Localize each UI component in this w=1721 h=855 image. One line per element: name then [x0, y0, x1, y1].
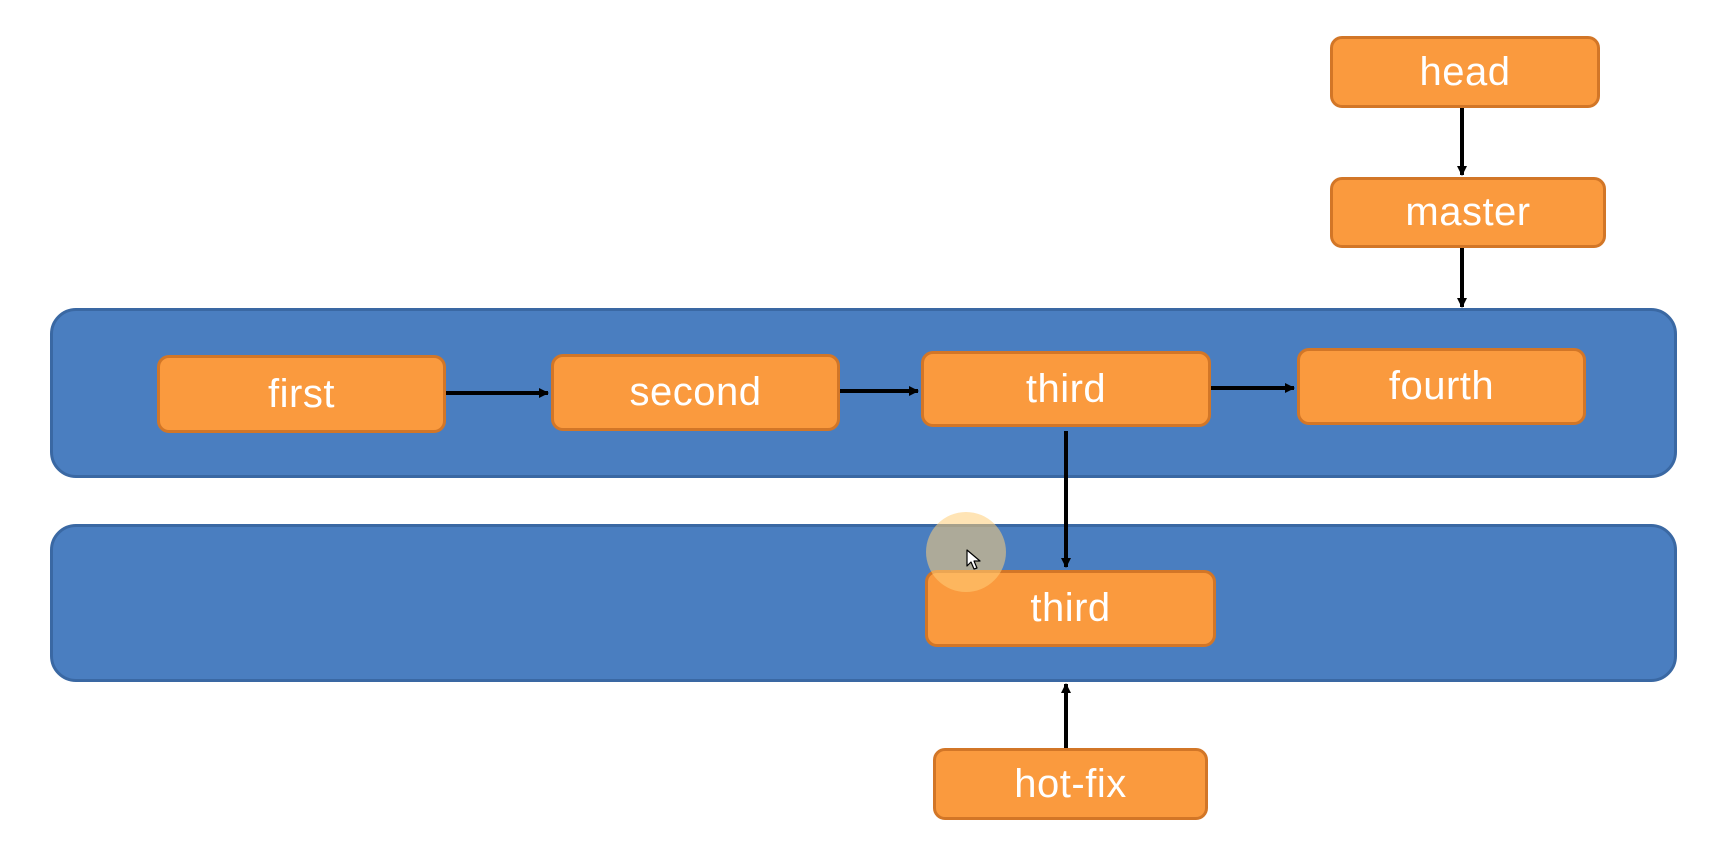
head-label: head [1419, 49, 1511, 94]
master-label: master [1405, 190, 1531, 234]
hotfix-branch-lane [50, 524, 1677, 682]
hot-fix-node: hot-fix [933, 748, 1208, 820]
mouse-pointer-icon [966, 549, 982, 576]
cursor-highlight [926, 512, 1006, 592]
hotfix-third-label: third [1030, 586, 1111, 630]
fourth-commit-node: fourth [1297, 348, 1586, 425]
master-node: master [1330, 177, 1606, 248]
fourth-label: fourth [1388, 364, 1495, 408]
head-node: head [1330, 36, 1600, 108]
first-label: first [268, 371, 335, 416]
second-label: second [629, 370, 762, 414]
hot-fix-label: hot-fix [1014, 761, 1127, 806]
third-label: third [1025, 366, 1107, 411]
third-commit-node: third [921, 351, 1211, 427]
first-commit-node: first [157, 355, 446, 433]
second-commit-node: second [551, 354, 840, 431]
